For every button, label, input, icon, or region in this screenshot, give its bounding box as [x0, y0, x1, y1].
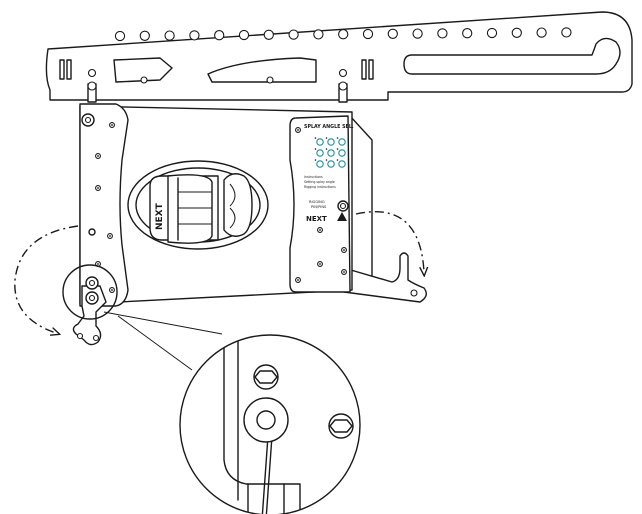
angle-selector-circle [316, 160, 324, 168]
screw-center [297, 279, 299, 281]
bottom-rigging-link [62, 264, 118, 346]
hook-slot [403, 37, 621, 75]
splay-hole [412, 28, 423, 39]
zoom-circle-border [179, 334, 361, 514]
left-screw-set [95, 122, 115, 293]
screw-center [319, 229, 321, 231]
angle-selector-circle [316, 149, 324, 157]
splay-hole [288, 29, 299, 40]
screw-center [111, 124, 113, 126]
screw-center [97, 155, 99, 157]
splay-hole [536, 27, 547, 38]
splay-hole-row [114, 27, 572, 42]
brand-label: NEXT [306, 215, 327, 223]
angle-marker [336, 148, 339, 150]
warning-triangle-icon [337, 212, 347, 221]
splay-hole [238, 29, 250, 41]
screw-center [343, 271, 345, 273]
zoom-detail-view [179, 334, 361, 514]
splay-hole [437, 28, 448, 39]
angle-marker [325, 148, 328, 150]
splay-angle-title: SPLAY ANGLE SEL. [304, 124, 354, 130]
rigging-pin-label-2: PIN/PINS [311, 205, 327, 209]
screw-center [97, 187, 99, 189]
angle-selector-circle [327, 149, 335, 157]
splay-hole [387, 28, 398, 39]
angle-marker [325, 159, 328, 161]
angle-selector-circle [327, 138, 335, 146]
splay-hole [561, 27, 572, 38]
rigging-frame [45, 11, 633, 103]
splay-hole [214, 30, 225, 41]
rear-rigging-link [343, 252, 427, 303]
splay-hole [511, 27, 522, 38]
instruction-line-3: Rigging instructions [304, 185, 336, 189]
splay-hole [114, 30, 126, 42]
callout-leader-line [103, 311, 223, 371]
angle-selector-circle [338, 138, 346, 146]
angle-marker [314, 148, 317, 150]
screw-center [343, 249, 345, 251]
angle-selector-circle [316, 138, 324, 146]
rotation-arrow-icon [14, 225, 79, 333]
screw-center [297, 129, 299, 131]
splay-hole [486, 27, 498, 39]
screw-center [319, 263, 321, 265]
screw-center [111, 289, 113, 291]
angle-marker [314, 137, 317, 139]
rotation-arrow-icon [355, 211, 424, 272]
instruction-line-2: Setting splay angle [304, 180, 335, 184]
angle-marker [325, 137, 328, 139]
splay-hole [338, 29, 349, 40]
rigging-label-panel: SPLAY ANGLE SEL. Instructions Setting sp… [304, 124, 354, 223]
rigging-pin-label-1: RIGGING [309, 200, 325, 204]
angle-marker [314, 159, 317, 161]
detail-callout-circle [62, 264, 118, 320]
angle-marker [336, 137, 339, 139]
instruction-line-1: Instructions [304, 175, 323, 179]
angle-selector-circle [327, 160, 335, 168]
angle-marker [336, 159, 339, 161]
screw-center [109, 235, 111, 237]
speaker-cabinet: NEXT [79, 103, 427, 307]
screw-center [97, 263, 99, 265]
splay-hole [313, 29, 324, 40]
handle-logo-text: NEXT [155, 202, 165, 230]
right-screw-set [295, 127, 347, 283]
angle-selector-circle [338, 160, 346, 168]
angle-selector-circle [338, 149, 346, 157]
splay-hole [462, 28, 473, 39]
splay-hole [362, 28, 374, 40]
splay-hole [263, 29, 274, 40]
splay-hole [189, 30, 200, 41]
angle-selector-grid [314, 137, 346, 168]
splay-hole [164, 30, 175, 41]
splay-hole [139, 30, 150, 41]
